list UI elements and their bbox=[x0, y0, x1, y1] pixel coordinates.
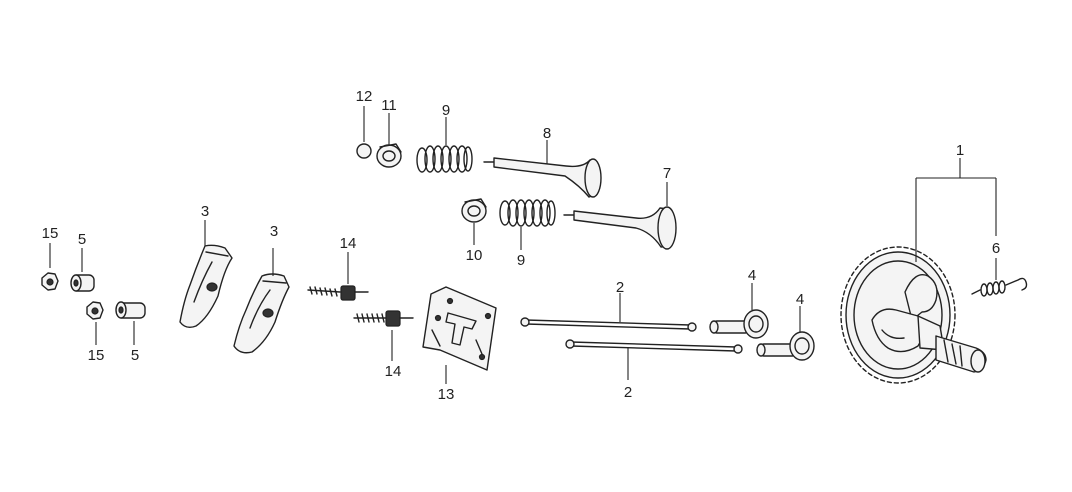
label-part-13: 13 bbox=[438, 386, 455, 403]
label-part-3-left: 3 bbox=[201, 203, 209, 220]
part-6-spring bbox=[971, 258, 1028, 297]
label-part-8: 8 bbox=[543, 125, 551, 142]
label-part-5-upper: 5 bbox=[78, 231, 86, 248]
part-14-stud-lower bbox=[353, 310, 414, 361]
label-part-9-lower: 9 bbox=[517, 252, 525, 269]
part-8-valve-upper bbox=[483, 140, 602, 198]
part-13-guide-plate bbox=[422, 286, 497, 384]
label-part-14-lower: 14 bbox=[385, 363, 402, 380]
part-12-valve-cap bbox=[356, 106, 372, 159]
part-10-spring-retainer bbox=[461, 198, 487, 245]
part-3-rocker-arm-right bbox=[233, 248, 290, 354]
label-part-4-upper: 4 bbox=[748, 267, 756, 284]
part-15-nut-upper bbox=[41, 243, 59, 291]
part-4-tappet-lower bbox=[756, 306, 815, 361]
part-5-adjuster-upper bbox=[70, 248, 95, 292]
label-part-2-lower: 2 bbox=[624, 384, 632, 401]
part-4-tappet-upper bbox=[709, 283, 769, 339]
label-part-2-upper: 2 bbox=[616, 279, 624, 296]
label-part-6: 6 bbox=[992, 240, 1000, 257]
label-part-15-upper: 15 bbox=[42, 225, 59, 242]
part-7-valve-lower bbox=[563, 182, 677, 250]
label-part-7: 7 bbox=[663, 165, 671, 182]
part-9-valve-spring-upper bbox=[416, 117, 473, 173]
label-part-5-lower: 5 bbox=[131, 347, 139, 364]
part-3-rocker-arm-left bbox=[179, 220, 233, 329]
label-part-12: 12 bbox=[356, 88, 373, 105]
part-1-camshaft bbox=[840, 158, 997, 384]
part-2-push-rod-upper bbox=[520, 293, 697, 332]
label-part-11: 11 bbox=[381, 97, 397, 114]
label-part-14-upper: 14 bbox=[340, 235, 357, 252]
part-15-nut-lower bbox=[86, 301, 104, 345]
label-part-9-upper: 9 bbox=[442, 102, 450, 119]
label-part-1: 1 bbox=[956, 142, 964, 159]
label-part-10: 10 bbox=[466, 247, 483, 264]
part-5-adjuster-lower bbox=[115, 301, 146, 345]
label-part-4-lower: 4 bbox=[796, 291, 804, 308]
part-2-push-rod-lower bbox=[565, 339, 743, 380]
label-part-3-right: 3 bbox=[270, 223, 278, 240]
label-part-15-lower: 15 bbox=[88, 347, 105, 364]
part-9-valve-spring-lower bbox=[499, 199, 556, 250]
part-11-spring-retainer bbox=[376, 113, 402, 168]
part-14-stud-upper bbox=[307, 252, 369, 301]
